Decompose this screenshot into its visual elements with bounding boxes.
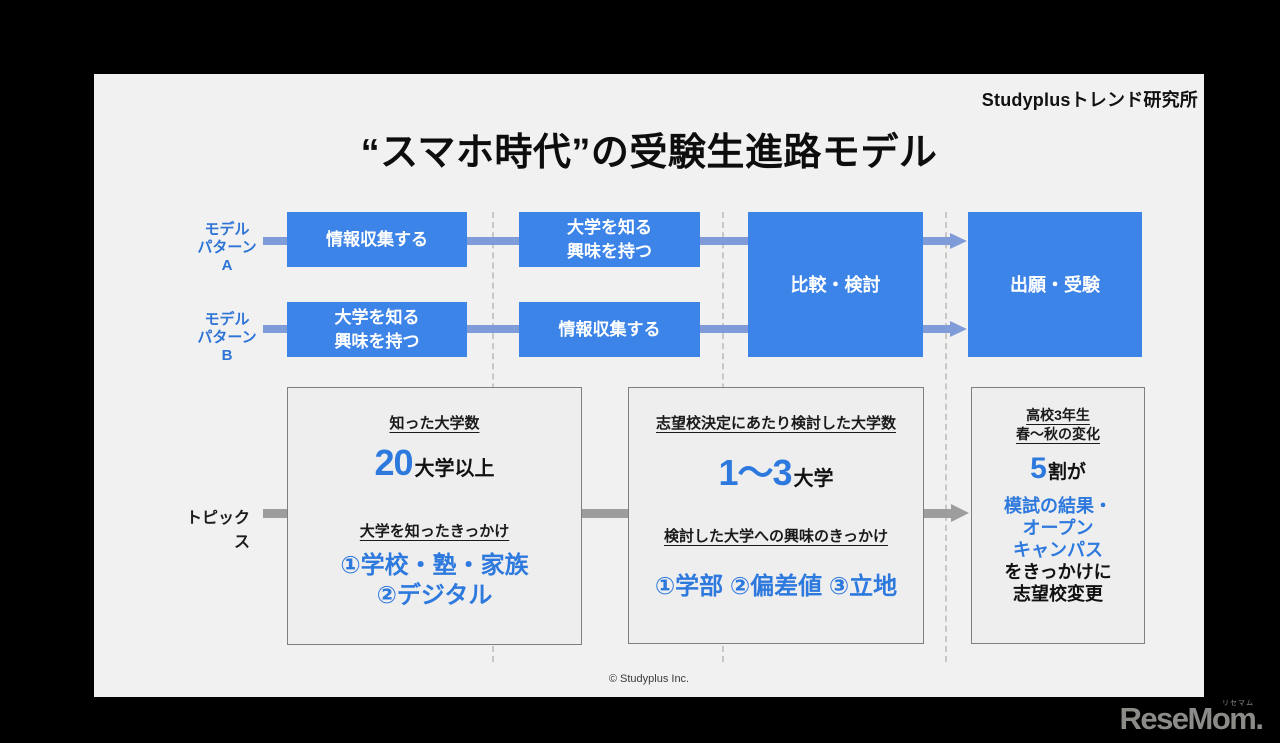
flow-arrow-a-icon xyxy=(950,233,967,249)
card2-heading2: 検討した大学への興味のきっかけ xyxy=(664,528,888,545)
card3-heading-line1: 高校3年生 xyxy=(1026,407,1090,423)
card1-stat-suffix: 大学以上 xyxy=(414,458,495,480)
card3-detail: 模試の結果・ オープン キャンパス をきっかけに 志望校変更 xyxy=(972,495,1144,605)
topics-line xyxy=(263,509,952,518)
step-box-a2-line1: 大学を知る xyxy=(567,217,652,237)
resemom-logo-dot: . xyxy=(1255,701,1264,736)
step-box-b2-text: 情報収集する xyxy=(558,319,661,339)
card3-stat-number: 5 xyxy=(1030,452,1047,485)
content-panel: Studyplusトレンド研究所 “スマホ時代”の受験生進路モデル モデル パタ… xyxy=(94,74,1204,697)
card3-heading-line2: 春〜秋の変化 xyxy=(1016,426,1100,442)
step-box-b1-text: 大学を知る 興味を持つ xyxy=(335,306,420,354)
label-pattern-a: モデル パターンA xyxy=(192,221,262,275)
card2-heading1: 志望校決定にあたり検討した大学数 xyxy=(655,415,896,432)
step-box-b1-line2: 興味を持つ xyxy=(334,331,420,351)
dashed-divider-3 xyxy=(945,212,947,662)
label-pattern-a-line1: モデル xyxy=(204,221,250,238)
label-pattern-b-line1: モデル xyxy=(204,311,250,328)
label-pattern-b: モデル パターンB xyxy=(192,311,262,365)
card3-tail-line2: 志望校変更 xyxy=(1013,584,1103,604)
card3-stat-suffix: 割が xyxy=(1047,462,1086,483)
card1-rank-line1: ①学校・塾・家族 xyxy=(340,552,529,579)
card3-tail-line1: をきっかけに xyxy=(1004,562,1112,582)
resemom-logo: リセマム ReseMom. xyxy=(1119,700,1264,737)
card1-heading1: 知った大学数 xyxy=(389,415,480,432)
card2-stat-number: 1〜3 xyxy=(718,452,792,493)
card3-highlight-line1: 模試の結果・ xyxy=(1004,496,1112,516)
copyright-text: © Studyplus Inc. xyxy=(608,673,690,685)
resemom-logo-text: ReseMom xyxy=(1119,701,1256,736)
card1-heading2: 大学を知ったきっかけ xyxy=(359,523,510,540)
step-box-a1-text: 情報収集する xyxy=(326,229,428,249)
card3-highlight-line2: オープン xyxy=(1022,518,1094,538)
step-box-b1-line1: 大学を知る xyxy=(334,307,420,327)
studyplus-brand-text: Studyplusトレンド研究所 xyxy=(981,90,1198,110)
resemom-logo-ruby: リセマム xyxy=(1222,700,1254,707)
page-title: “スマホ時代”の受験生進路モデル xyxy=(360,132,938,174)
card2-rank-line1: ①学部 ②偏差値 ③立地 xyxy=(654,573,898,600)
card3-highlight-line3: キャンパス xyxy=(1013,540,1103,560)
card1-ranking: ①学校・塾・家族 ②デジタル xyxy=(288,551,581,611)
card3-heading: 高校3年生 春〜秋の変化 xyxy=(972,406,1144,444)
label-pattern-a-line2: パターンA xyxy=(197,239,257,274)
step-box-a2-know-university: 大学を知る 興味を持つ xyxy=(519,212,700,267)
card2-ranking: ①学部 ②偏差値 ③立地 xyxy=(629,572,923,602)
card1-rank-line2: ②デジタル xyxy=(376,582,493,609)
step-box-compare: 比較・検討 xyxy=(748,212,923,357)
step-box-a1-gather-info: 情報収集する xyxy=(287,212,467,267)
step-box-a2-line2: 興味を持つ xyxy=(567,241,652,261)
step-box-compare-text: 比較・検討 xyxy=(790,274,881,295)
step-box-a2-text: 大学を知る 興味を持つ xyxy=(567,216,652,264)
card2-stat-suffix: 大学 xyxy=(793,468,834,490)
step-box-b1-know-university: 大学を知る 興味を持つ xyxy=(287,302,467,357)
step-box-apply-text: 出願・受験 xyxy=(1010,274,1100,295)
card1-stat-number: 20 xyxy=(374,442,413,483)
flow-arrow-b-icon xyxy=(950,321,967,337)
topics-arrow-icon xyxy=(951,504,969,522)
step-box-b2-gather-info: 情報収集する xyxy=(519,302,700,357)
step-box-apply: 出願・受験 xyxy=(968,212,1142,357)
label-pattern-b-line2: パターンB xyxy=(197,329,257,364)
topics-label: トピックス xyxy=(185,510,250,551)
